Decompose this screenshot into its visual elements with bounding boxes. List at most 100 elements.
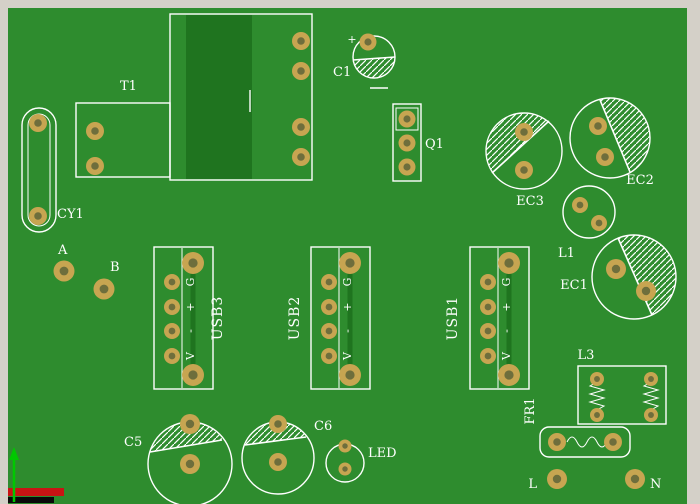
- pad[interactable]: [86, 122, 104, 140]
- pad[interactable]: [321, 274, 337, 290]
- component-led[interactable]: LED: [325, 439, 397, 483]
- usb3-pin-plus: +: [184, 302, 197, 311]
- pad[interactable]: [636, 281, 656, 301]
- pad[interactable]: [180, 454, 200, 474]
- origin-base-bar: [8, 497, 54, 503]
- pad[interactable]: [29, 114, 47, 132]
- ec3-label: EC3: [516, 194, 544, 209]
- pad[interactable]: [604, 433, 622, 451]
- pad[interactable]: [164, 274, 180, 290]
- t1-outline-left: [75, 102, 171, 178]
- pad[interactable]: [480, 274, 496, 290]
- pad[interactable]: [292, 32, 310, 50]
- pad[interactable]: [180, 414, 200, 434]
- component-usb3[interactable]: G + - V USB3: [153, 246, 226, 390]
- usb3-label: USB3: [210, 296, 226, 341]
- component-a[interactable]: A: [53, 243, 75, 282]
- pad[interactable]: [498, 252, 520, 274]
- pad[interactable]: [321, 323, 337, 339]
- component-fr1[interactable]: FR1: [523, 397, 631, 458]
- pad[interactable]: [590, 372, 604, 386]
- pad[interactable]: [339, 364, 361, 386]
- pad[interactable]: [596, 148, 614, 166]
- component-c6[interactable]: C6: [240, 392, 332, 495]
- pad[interactable]: [644, 372, 658, 386]
- pad[interactable]: [164, 299, 180, 315]
- pad[interactable]: [338, 462, 352, 476]
- component-l1[interactable]: L1: [558, 185, 616, 261]
- component-c1[interactable]: + C1: [333, 33, 397, 102]
- usb2-label: USB2: [287, 296, 303, 341]
- pad[interactable]: [164, 348, 180, 364]
- usb2-outline: [310, 246, 371, 390]
- n-label: N: [650, 477, 661, 492]
- ec3-polarity-hatch: [486, 113, 549, 173]
- pad[interactable]: [269, 415, 287, 433]
- usb3-pin-minus: -: [184, 329, 197, 333]
- pad[interactable]: [644, 408, 658, 422]
- usb2-pin-plus: +: [341, 302, 354, 311]
- t1-core-area: [186, 15, 252, 179]
- component-usb2[interactable]: G + - V USB2: [287, 246, 371, 390]
- pad[interactable]: [53, 260, 75, 282]
- pad[interactable]: [93, 278, 115, 300]
- component-ec1[interactable]: EC1: [560, 214, 700, 320]
- pad[interactable]: [480, 299, 496, 315]
- pad[interactable]: [86, 157, 104, 175]
- component-c5[interactable]: C5: [124, 392, 233, 504]
- pad[interactable]: [292, 118, 310, 136]
- pad[interactable]: [359, 33, 377, 51]
- pad[interactable]: [591, 215, 607, 231]
- pad[interactable]: [606, 259, 626, 279]
- pad[interactable]: [515, 161, 533, 179]
- component-t1[interactable]: T1: [75, 13, 313, 181]
- pad[interactable]: [547, 469, 567, 489]
- pad[interactable]: [321, 299, 337, 315]
- pad[interactable]: [338, 439, 352, 453]
- pad[interactable]: [572, 197, 588, 213]
- pad[interactable]: [182, 364, 204, 386]
- component-ec3[interactable]: EC3: [455, 80, 563, 209]
- component-l3[interactable]: L3: [577, 348, 667, 425]
- pad[interactable]: [398, 158, 416, 176]
- component-usb1[interactable]: G + - V USB1: [445, 246, 530, 390]
- component-b[interactable]: B: [93, 260, 120, 300]
- ec1-outline: [591, 234, 677, 320]
- ec2-label: EC2: [626, 173, 654, 188]
- usb3-outline: [153, 246, 214, 390]
- pad[interactable]: [182, 252, 204, 274]
- component-l[interactable]: L: [528, 469, 567, 492]
- q1-pin1-square: [395, 107, 419, 131]
- component-n[interactable]: N: [625, 469, 661, 492]
- pad[interactable]: [292, 62, 310, 80]
- pad[interactable]: [269, 453, 287, 471]
- component-q1[interactable]: Q1: [392, 103, 444, 182]
- pad[interactable]: [589, 117, 607, 135]
- pad[interactable]: [498, 364, 520, 386]
- pad[interactable]: [480, 323, 496, 339]
- pad[interactable]: [515, 123, 533, 141]
- pad[interactable]: [625, 469, 645, 489]
- pad[interactable]: [398, 110, 416, 128]
- pad[interactable]: [398, 134, 416, 152]
- pad[interactable]: [29, 207, 47, 225]
- ec1-polarity-hatch: [618, 235, 676, 315]
- pad[interactable]: [548, 433, 566, 451]
- c1-label: C1: [333, 65, 351, 80]
- pad[interactable]: [339, 252, 361, 274]
- pad[interactable]: [164, 323, 180, 339]
- pad[interactable]: [590, 408, 604, 422]
- l3-winding-right: [642, 381, 660, 411]
- pad[interactable]: [292, 148, 310, 166]
- cy1-label: CY1: [57, 207, 84, 222]
- component-ec2[interactable]: EC2: [569, 81, 676, 188]
- pad[interactable]: [321, 348, 337, 364]
- component-cy1[interactable]: CY1: [21, 107, 84, 233]
- c5-label: C5: [124, 435, 142, 450]
- pad[interactable]: [480, 348, 496, 364]
- a-label: A: [57, 243, 68, 258]
- frame-top: [0, 0, 700, 8]
- led-label: LED: [368, 446, 397, 461]
